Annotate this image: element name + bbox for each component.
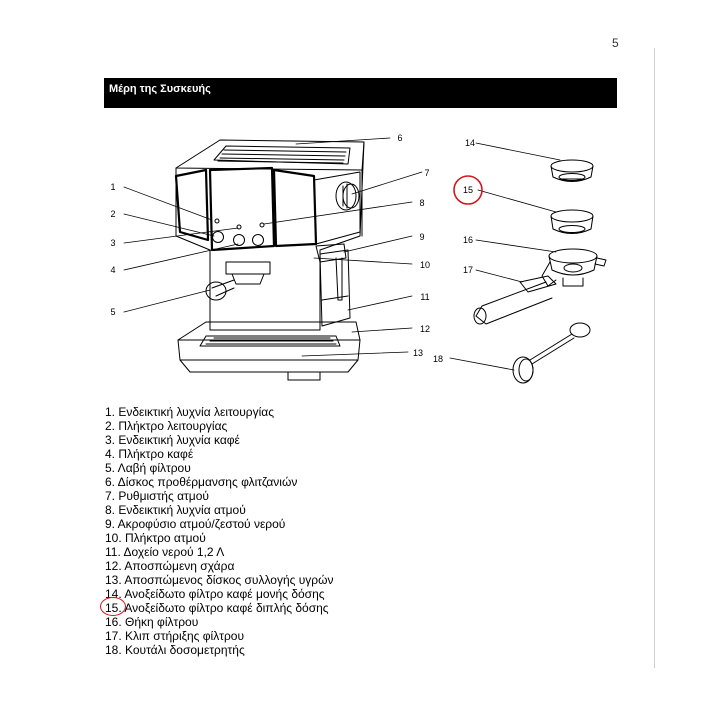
section-header: Μέρη της Συσκευής	[104, 78, 617, 108]
list-item: 16. Θήκη φίλτρου	[105, 615, 199, 629]
callout-5: 5	[110, 307, 115, 317]
section-title: Μέρη της Συσκευής	[109, 83, 211, 95]
leader-lines	[123, 137, 561, 371]
callout-6: 6	[397, 133, 402, 143]
list-item: 8. Ενδεικτική λυχνία ατμού	[105, 503, 246, 517]
callout-9: 9	[419, 232, 424, 242]
callout-labels: 1 2 3 4 5 6 7 8 9 10 11 12 13 14 15 16 1…	[110, 133, 475, 364]
callout-3: 3	[110, 238, 115, 248]
list-highlight-circle	[100, 597, 126, 616]
callout-17: 17	[463, 265, 473, 275]
callout-12: 12	[420, 324, 430, 334]
list-item: 12. Αποσπώμενη σχάρα	[105, 559, 235, 573]
filter-clip-illustration	[519, 275, 557, 293]
list-item: 5. Λαβή φίλτρου	[105, 461, 191, 475]
callout-4: 4	[110, 265, 115, 275]
page-margin-line	[654, 48, 655, 668]
callout-11: 11	[420, 292, 429, 302]
callout-10: 10	[420, 260, 430, 270]
list-item: 13. Αποσπώμενος δίσκος συλλογής υγρών	[105, 573, 334, 587]
list-item: 11. Δοχείο νερού 1,2 Λ	[105, 545, 225, 559]
single-filter-illustration	[550, 159, 594, 182]
list-item: 7. Ρυθμιστής ατμού	[105, 489, 209, 503]
list-item: 15. Ανοξείδωτο φίλτρο καφέ διπλής δόσης	[105, 601, 329, 615]
measuring-spoon-illustration	[512, 322, 591, 384]
espresso-machine-illustration	[174, 139, 365, 381]
callout-1: 1	[110, 182, 115, 192]
callout-13: 13	[413, 348, 423, 358]
double-filter-illustration	[550, 209, 594, 234]
list-item: 4. Πλήκτρο καφέ	[105, 447, 194, 461]
list-item: 10. Πλήκτρο ατμού	[105, 531, 206, 545]
callout-15: 15	[463, 185, 473, 195]
parts-list: 1. Ενδεικτική λυχνία λειτουργίας 2. Πλήκ…	[105, 405, 334, 657]
callout-14: 14	[465, 138, 475, 148]
callout-8: 8	[419, 198, 424, 208]
list-item: 14. Ανοξείδωτο φίλτρο καφέ μονής δόσης	[105, 587, 325, 601]
list-item: 17. Κλιπ στήριξης φίλτρου	[105, 629, 245, 643]
filter-holder-illustration	[473, 248, 607, 325]
list-item: 2. Πλήκτρο λειτουργίας	[105, 419, 228, 433]
parts-diagram: 1 2 3 4 5 6 7 8 9 10 11 12 13 14 15 16 1…	[110, 133, 607, 384]
callout-2: 2	[110, 209, 115, 219]
list-item: 1. Ενδεικτική λυχνία λειτουργίας	[105, 405, 275, 419]
diagram-highlight-circle	[453, 175, 483, 205]
list-item: 18. Κουτάλι δοσομετρητής	[105, 643, 245, 657]
list-item: 9. Ακροφύσιο ατμού/ζεστού νερού	[105, 517, 286, 531]
callout-7: 7	[424, 168, 429, 178]
page-number: 5	[612, 36, 619, 50]
callout-18: 18	[433, 354, 443, 364]
callout-16: 16	[463, 235, 473, 245]
list-item: 6. Δίσκος προθέρμανσης φλιτζανιών	[105, 475, 298, 489]
list-item: 3. Ενδεικτική λυχνία καφέ	[105, 433, 240, 447]
